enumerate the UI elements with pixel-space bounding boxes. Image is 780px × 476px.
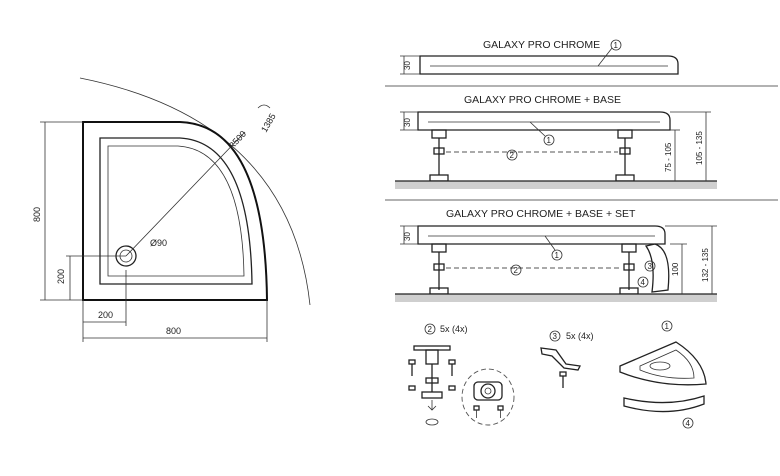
dim-width: 800 <box>166 326 181 336</box>
legs-num: 2 <box>428 325 433 334</box>
floor-3 <box>395 294 717 302</box>
screw-icon <box>408 359 456 391</box>
section-2-callout-1: 1 <box>547 136 552 145</box>
parts-clips: 3 5x (4x) <box>540 330 594 388</box>
tray-outline <box>82 121 269 301</box>
section-2-title: GALAXY PRO CHROME + BASE <box>464 94 621 106</box>
section-3-leg-dim: 100 <box>671 262 680 276</box>
panel-num: 4 <box>686 419 691 428</box>
clips-num: 3 <box>553 332 558 341</box>
clip-icon <box>540 347 581 371</box>
section-3-callout-2: 2 <box>514 266 519 275</box>
section-1-callout: 1 <box>614 41 619 50</box>
radius-big-label: 1385 <box>259 112 278 134</box>
tray-profile-2 <box>417 111 671 131</box>
dim-height: 800 <box>32 207 42 222</box>
leg-left <box>429 129 449 182</box>
leg-right-3 <box>619 243 639 295</box>
floor <box>395 181 717 189</box>
dim-drain-x: 200 <box>98 310 113 320</box>
tray-num: 1 <box>665 322 670 331</box>
section-3-total-dim: 132 - 135 <box>701 248 710 282</box>
section-1-title: GALAXY PRO CHROME <box>483 39 600 51</box>
legs-qty: 5x (4x) <box>440 324 468 334</box>
drain-label: Ø90 <box>150 238 167 248</box>
tray-iso <box>619 341 707 386</box>
leg-left-3 <box>429 243 449 295</box>
tray-basin <box>99 137 253 285</box>
tray-profile-3 <box>417 225 666 245</box>
parts-legs: 2 5x (4x) <box>408 323 515 426</box>
section-tray-only: GALAXY PRO CHROME 30 1 <box>385 39 778 87</box>
clips-qty: 5x (4x) <box>566 331 594 341</box>
parts-tray-panel: 1 4 <box>619 320 707 429</box>
section-3-title: GALAXY PRO CHROME + BASE + SET <box>446 208 636 220</box>
section-tray-base: GALAXY PRO CHROME + BASE 30 75 - 105 <box>385 94 778 201</box>
section-tray-base-set: GALAXY PRO CHROME + BASE + SET 30 100 <box>395 208 717 302</box>
section-3-callout-1: 1 <box>555 251 560 260</box>
section-1-height: 30 <box>403 61 412 70</box>
section-3-callout-4: 4 <box>641 278 646 287</box>
outer-arc <box>79 77 311 306</box>
section-2-leg-dim: 75 - 105 <box>664 142 673 172</box>
dim-drain-y: 200 <box>56 269 66 284</box>
leg-right <box>615 129 635 182</box>
front-panel <box>644 243 670 293</box>
plan-view: R500 Ø90 1385 800 200 200 800 <box>32 77 311 342</box>
section-2-total-dim: 105 - 135 <box>695 131 704 165</box>
section-2-height: 30 <box>403 118 412 127</box>
tray-profile <box>419 55 679 75</box>
section-2-callout-2: 2 <box>510 151 515 160</box>
section-3-callout-3: 3 <box>648 262 653 271</box>
section-3-height: 30 <box>403 232 412 241</box>
